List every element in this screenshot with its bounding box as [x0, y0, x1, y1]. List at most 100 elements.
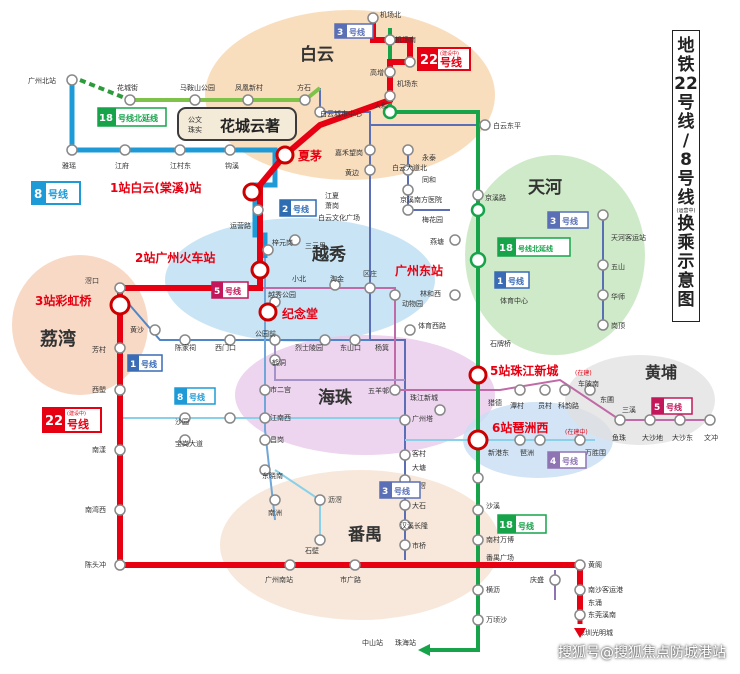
station-baiyun-cc: 白云城市中心 [320, 109, 362, 118]
station-fenghuang: 凤凰新村 [235, 83, 263, 92]
station-sanxi: 三溪 [622, 405, 636, 414]
svg-text:18: 18 [499, 520, 513, 531]
station-ziyuangang: 梓元岗 [272, 238, 293, 247]
label-l4: 4 号线 [547, 451, 587, 469]
station-shayuan: 沙园 [175, 418, 189, 426]
line-3-south [369, 125, 406, 560]
side-title-tag: (运营中) [676, 208, 696, 214]
station-shenzhen-gm: 深圳光明城 [578, 628, 613, 637]
svg-text:号线北延线: 号线北延线 [518, 244, 553, 253]
svg-text:4: 4 [550, 457, 556, 467]
station-yayao: 雅瑶 [62, 161, 76, 170]
station-jiangcun-e: 江村东 [170, 161, 191, 170]
station-pazhou: 琶洲 [520, 449, 534, 457]
station-hengli: 横沥 [486, 585, 500, 594]
station-chenjiaci: 陈家祠 [175, 343, 196, 352]
side-title-c9: 线 [677, 188, 695, 208]
station-huangsha: 黄沙 [130, 325, 144, 334]
station-dashadi: 大沙地 [642, 433, 663, 442]
district-baiyun: 白云 [300, 44, 334, 65]
label-l5-center: 5 号线 [211, 281, 249, 299]
callout-station6: 6站琶洲西 [492, 420, 548, 435]
station-yantang: 燕塘 [430, 237, 444, 246]
svg-text:号线: 号线 [508, 276, 524, 286]
station-shibi: 石壁 [305, 546, 319, 555]
label-l22-top: 22 号线 (建设中) [417, 47, 471, 71]
label-l8-mid: 8 号线 [174, 387, 216, 405]
station-sanyuanli: 三元里 [305, 242, 326, 250]
station-shaxi: 沙溪 [486, 501, 500, 510]
station-zhongshan: 中山站 [362, 638, 383, 647]
station-wuyangcun: 五羊邨 [368, 386, 389, 395]
xiamao-label: 夏茅 [298, 148, 322, 163]
label-l3-tianhe: 3 号线 [547, 211, 589, 229]
station-xiaogang: 萧岗 [325, 201, 339, 210]
station-fangcun: 芳村 [92, 345, 106, 354]
side-title-c3: 22 [674, 74, 698, 94]
label-l1-left: 1 号线 [127, 354, 163, 372]
callout-jiniantang: 纪念堂 [282, 306, 318, 321]
side-title-c5: 线 [677, 112, 695, 132]
station-panyu-sq: 番禺广场 [486, 553, 514, 562]
svg-text:(建设中): (建设中) [440, 50, 459, 57]
station-dashadong: 大沙东 [672, 433, 693, 442]
station-jingxi-hosp: 京溪南方医院 [400, 195, 442, 204]
station-dongxiaonan: 东晓南 [262, 471, 283, 480]
station-hanxi: 汉溪长隆 [400, 521, 428, 530]
station-xiaobei: 小北 [292, 274, 306, 283]
side-title-c14: 图 [677, 290, 695, 310]
line-3-north [319, 88, 485, 126]
station-linhe-w: 林和西 [420, 289, 441, 298]
station-baiyun-dongping: 白云东平 [493, 121, 521, 130]
station-fangshi: 方石 [297, 83, 311, 92]
svg-text:号线: 号线 [666, 402, 682, 412]
station-gz-tower: 广州塔 [412, 414, 433, 423]
station-tonghe: 同和 [422, 175, 436, 184]
svg-text:号线: 号线 [562, 456, 578, 466]
station-datang: 大塘 [412, 463, 426, 472]
station-gongyuanqian: 公园前 [255, 329, 276, 338]
label-l1-mid: 1 号线 [494, 271, 530, 289]
line-8-north [69, 80, 278, 258]
station-yunyinglu: 运营路 [230, 221, 251, 230]
svg-text:22: 22 [45, 414, 63, 429]
station-huangge: 黄阁 [588, 560, 602, 569]
svg-text:1: 1 [497, 277, 503, 287]
station-gangding: 岗顶 [611, 322, 625, 330]
station-xingangdong: 新港东 [488, 448, 509, 457]
station-huangbian: 黄边 [345, 168, 359, 177]
station-yuancun: 员村 [538, 401, 552, 410]
station-gaozeng: 高增 [370, 68, 384, 77]
station-wanshengwei: 万胜围 [585, 448, 606, 457]
svg-text:18: 18 [99, 113, 113, 124]
project-card[interactable]: 公文 珠实 花城云著 [177, 107, 297, 141]
callout-station1: 1站白云(棠溪)站 [110, 180, 201, 195]
label-l3-south: 3 号线 [379, 481, 421, 499]
svg-text:号线: 号线 [440, 55, 462, 69]
station-sports-center: 体育中心 [500, 296, 528, 305]
station-gz-north: 广州北站 [28, 76, 56, 85]
station-jiaokou: 滘口 [85, 276, 99, 285]
station-airport-n: 机场北 [380, 10, 401, 19]
side-title-c11: 乘 [677, 233, 695, 253]
svg-text:22: 22 [420, 53, 438, 68]
line-9-dashed [79, 78, 131, 102]
callout-station3: 3站彩虹桥 [35, 293, 92, 308]
station-shipaiqiao: 石牌桥 [490, 339, 511, 348]
side-title-c2: 铁 [677, 55, 695, 75]
station-shiguang: 市广路 [340, 575, 361, 584]
district-liwan: 荔湾 [40, 328, 76, 350]
station-quzhuang: 区庄 [363, 269, 377, 278]
station-baogang: 宝岗大道 [175, 439, 203, 448]
station-wenchong: 文冲 [704, 433, 718, 442]
side-title-c6: / [682, 131, 690, 151]
project-brand-top: 公文 [188, 115, 202, 124]
district-panyu-area [220, 470, 500, 620]
svg-text:18: 18 [499, 243, 513, 254]
station-yangji: 杨箕 [375, 343, 389, 352]
district-haizhu: 海珠 [318, 387, 353, 408]
station-huacheng: 花城街 [117, 83, 138, 92]
label-l18-south: 18 号线 [497, 514, 547, 534]
station-yuzhu: 鱼珠 [612, 433, 626, 442]
green-interchange [382, 104, 487, 269]
